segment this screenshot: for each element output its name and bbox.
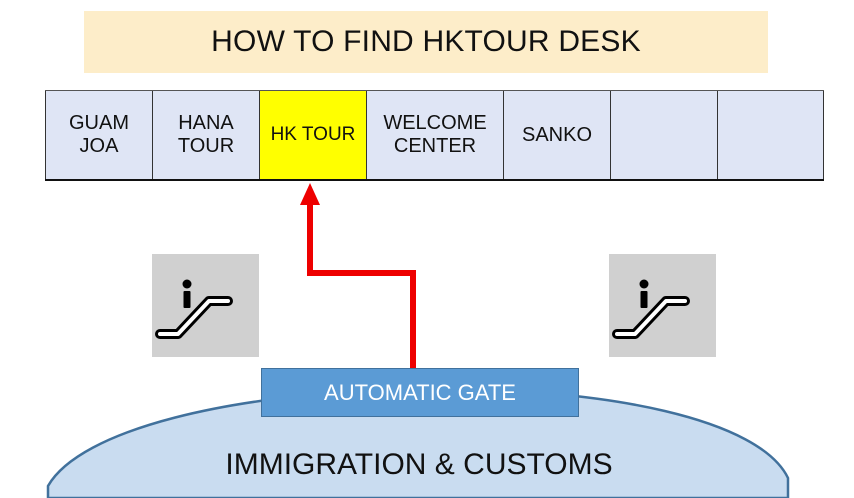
- route-arrow-head: [300, 183, 320, 205]
- desk-label: GUAM JOA: [69, 112, 129, 157]
- immigration-label: IMMIGRATION & CUSTOMS: [225, 448, 613, 481]
- desk-guam-joa: GUAM JOA: [45, 91, 152, 179]
- route-arrow-line: [307, 200, 416, 368]
- gate-label: AUTOMATIC GATE: [324, 379, 516, 405]
- desk-label: SANKO: [521, 123, 593, 146]
- automatic-gate: AUTOMATIC GATE: [261, 368, 579, 417]
- desk-row: GUAM JOA HANA TOUR HK TOUR WELCOME CENTE…: [45, 90, 824, 181]
- desk-label: WELCOME CENTER: [383, 112, 487, 157]
- title-banner: HOW TO FIND HKTOUR DESK: [84, 11, 768, 73]
- escalator-icon: [609, 254, 716, 357]
- desk-welcome-center: WELCOME CENTER: [366, 91, 503, 179]
- desk-hana-tour: HANA TOUR: [152, 91, 259, 179]
- desk-label: HK TOUR: [270, 124, 356, 146]
- escalator-icon: [152, 254, 259, 357]
- desk-sanko: SANKO: [503, 91, 610, 179]
- desk-empty: [717, 91, 824, 179]
- desk-hk-tour: HK TOUR: [259, 91, 366, 179]
- desk-empty: [610, 91, 717, 179]
- desk-label: HANA TOUR: [177, 112, 235, 157]
- page-title: HOW TO FIND HKTOUR DESK: [211, 25, 641, 58]
